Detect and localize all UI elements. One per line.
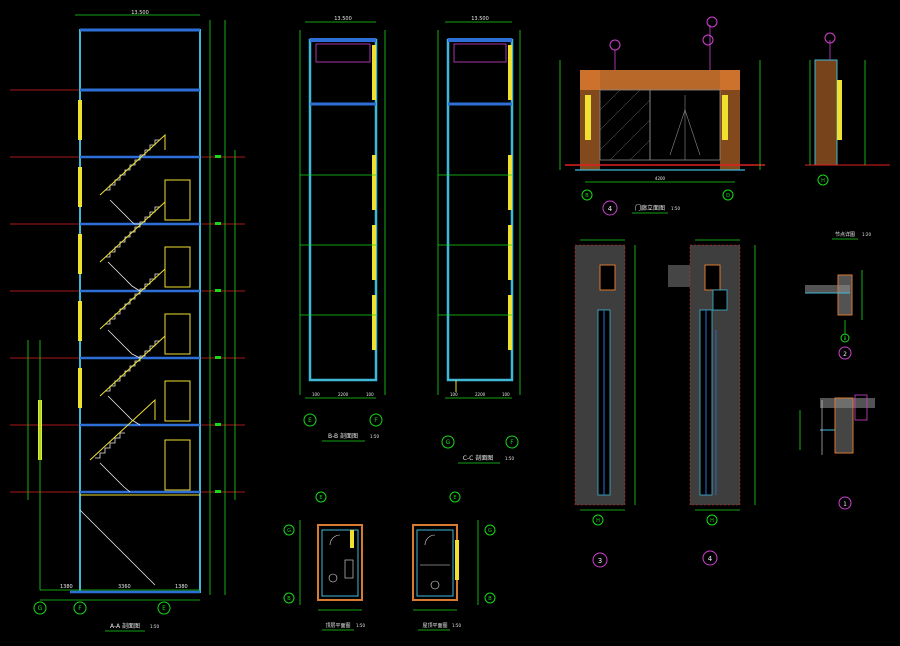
svg-text:G: G xyxy=(38,605,43,612)
svg-text:E: E xyxy=(453,495,456,501)
detail-2-no: 2 xyxy=(843,351,847,358)
elev-lintel xyxy=(580,70,740,90)
plan-r-caption: 屋顶平面图 xyxy=(422,623,447,629)
windows-left xyxy=(38,100,82,460)
bb-walls xyxy=(308,38,378,382)
aa-axis-e: E xyxy=(157,601,171,615)
plan-l-scale: 1:50 xyxy=(356,623,365,628)
bb-windows xyxy=(372,45,376,350)
aa-top-dim: 13.500 xyxy=(131,10,149,16)
elev-scale: 1:50 xyxy=(671,206,680,211)
plan-r-axis-b: B xyxy=(484,592,496,604)
svg-text:G: G xyxy=(287,528,291,534)
plan-r-axis-e: E xyxy=(449,491,461,503)
cc-dim-1: 100 xyxy=(450,392,458,397)
ws3-axis: H xyxy=(596,518,600,524)
plan-l-caption: 顶层平面图 xyxy=(325,623,350,629)
svg-text:4: 4 xyxy=(608,205,613,213)
detail-1-no: 1 xyxy=(843,501,847,508)
detail-2-scale: 1:20 xyxy=(862,232,871,237)
bb-dim-3: 100 xyxy=(366,392,374,397)
svg-text:E: E xyxy=(308,417,312,424)
detail-h-axis: H xyxy=(821,178,825,184)
bb-dims xyxy=(299,21,386,399)
stair-railings xyxy=(80,133,200,496)
svg-text:B: B xyxy=(488,596,492,602)
bb-top-dim: 13.500 xyxy=(334,16,352,22)
aa-axis-f: F xyxy=(73,601,87,615)
level-lines xyxy=(10,89,245,493)
plan-top-right: E G B 屋顶平面图 1:50 xyxy=(412,491,496,631)
svg-text:F: F xyxy=(374,417,378,424)
plan-l-axis-e: E xyxy=(315,491,327,503)
ws4-axis: H xyxy=(710,518,714,524)
detail-2-axis: B xyxy=(844,336,847,341)
detail-h: H xyxy=(805,32,890,186)
wall-section-4: H 4 xyxy=(668,239,756,566)
plan-r-axis-g: G xyxy=(484,524,496,536)
ws3-detail-no: 3 xyxy=(598,557,602,565)
svg-text:B: B xyxy=(287,596,291,602)
svg-text:G: G xyxy=(488,528,492,534)
bb-caption: B-B 剖面图 xyxy=(328,432,358,440)
cc-dim-2: 2200 xyxy=(475,392,486,397)
cc-axis-g: G xyxy=(441,435,455,449)
ws4-detail-no: 4 xyxy=(708,555,713,563)
elev-axis-b: B xyxy=(581,189,593,201)
elev-hatch xyxy=(599,89,651,161)
elev-axis-d: D xyxy=(722,189,734,201)
bb-scale: 1:50 xyxy=(370,434,379,439)
cc-dims xyxy=(437,21,521,399)
cc-axis-f: F xyxy=(505,435,519,449)
section-bb: 13.500 100 2200 100 E F B-B 剖面图 1:50 xyxy=(299,16,386,442)
aa-bottom-dim-2: 3360 xyxy=(118,584,131,590)
elevation-4: 4200 B D 4 门廊立面图 1:50 xyxy=(559,16,765,216)
bb-dim-2: 2200 xyxy=(338,392,349,397)
floor-slabs xyxy=(70,155,200,594)
cc-caption: C-C 剖面图 xyxy=(463,454,493,462)
wall-section-3: H 3 xyxy=(574,239,636,568)
aa-axis-g: G xyxy=(33,601,47,615)
dimension-lines xyxy=(27,14,236,601)
bb-dim-1: 100 xyxy=(312,392,320,397)
elev-dims xyxy=(559,60,761,183)
cc-walls xyxy=(446,38,514,382)
detail-1: 1 xyxy=(799,394,875,510)
svg-text:F: F xyxy=(78,605,82,612)
bb-axis-f: F xyxy=(369,413,383,427)
plan-l-axis-b: B xyxy=(283,592,295,604)
cc-windows xyxy=(508,45,512,350)
elev-caption: 门廊立面图 xyxy=(635,204,665,212)
cc-dim-3: 100 xyxy=(502,392,510,397)
svg-text:G: G xyxy=(446,439,451,446)
elev-dim: 4200 xyxy=(655,176,666,181)
svg-text:F: F xyxy=(510,439,514,446)
aa-scale: 1:50 xyxy=(150,624,159,629)
plan-r-scale: 1:50 xyxy=(452,623,461,628)
cc-scale: 1:50 xyxy=(505,456,514,461)
aa-bottom-dim-3: 1380 xyxy=(175,584,188,590)
stair-flights xyxy=(79,139,160,586)
svg-text:E: E xyxy=(162,605,166,612)
plan-l-axis-g: G xyxy=(283,524,295,536)
elev-detail-no: 4 xyxy=(602,200,618,216)
aa-bottom-dim-1: 1380 xyxy=(60,584,73,590)
section-cc: 13.500 100 2200 100 G F C-C 剖面图 1:50 xyxy=(437,16,521,464)
detail-2: 节点详图 1:20 B 2 xyxy=(805,231,871,360)
bb-axis-e: E xyxy=(303,413,317,427)
detail-2-title: 节点详图 xyxy=(835,231,855,238)
wall-outline xyxy=(79,29,201,593)
aa-caption: A-A 剖面图 xyxy=(110,622,140,630)
level-markers xyxy=(215,155,221,493)
cc-top-dim: 13.500 xyxy=(471,16,489,22)
plan-top-left: E G B 顶层平面图 1:50 xyxy=(283,491,365,631)
section-aa: 13.500 1380 3360 1380 G F E A-A 剖面图 1:50 xyxy=(10,10,245,632)
svg-text:E: E xyxy=(319,495,322,501)
svg-text:D: D xyxy=(726,193,730,199)
svg-text:B: B xyxy=(585,193,589,199)
